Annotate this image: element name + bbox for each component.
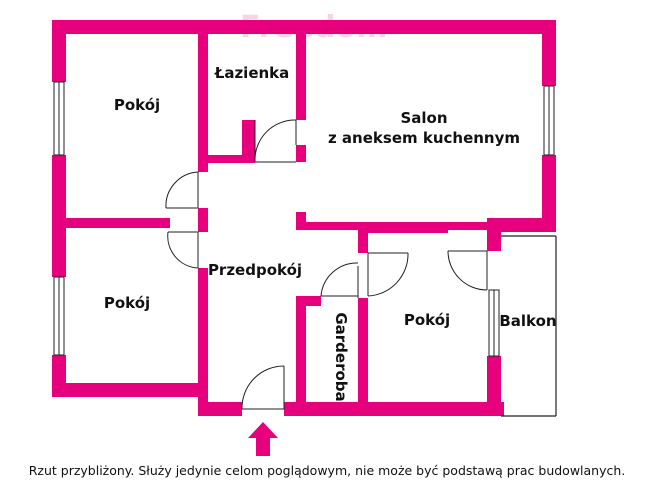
disclaimer-note: Rzut przybliżony. Służy jedynie celom po…: [28, 463, 626, 478]
room-label-lazienka: Łazienka: [214, 64, 290, 82]
room-label-garderoba: Garderoba: [332, 312, 350, 401]
door-pokoj-bottom-left: [167, 231, 199, 269]
entrance-arrow-icon: [248, 422, 278, 456]
outer-walls: [52, 20, 556, 416]
door-pokoj-right: [367, 252, 409, 297]
room-label-przedpokoj: Przedpokój: [208, 261, 302, 279]
interior-walls: [52, 20, 487, 416]
room-label-pokoj-right: Pokój: [404, 311, 450, 329]
windows: [53, 81, 555, 357]
room-label-salon-line2: z aneksem kuchennym: [328, 129, 520, 147]
room-label-pokoj-bottom-left: Pokój: [104, 294, 150, 312]
doors: [165, 119, 488, 410]
door-pokoj-top-left: [165, 171, 199, 209]
door-garderoba: [320, 262, 359, 298]
room-label-balkon: Balkon: [499, 312, 556, 330]
floor-plan: Freedom: [52, 10, 557, 456]
door-entrance: [241, 365, 285, 410]
balcony: [501, 235, 557, 417]
room-label-salon-line1: Salon: [400, 109, 447, 127]
door-lazienka: [254, 119, 297, 163]
door-balcony-swing: [447, 250, 488, 291]
room-label-pokoj-top-left: Pokój: [114, 96, 160, 114]
